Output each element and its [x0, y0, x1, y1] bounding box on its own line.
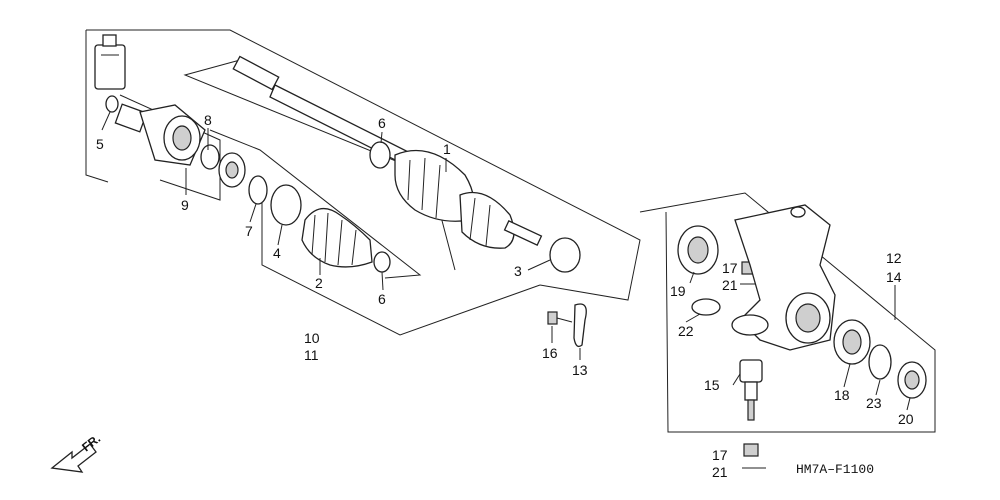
outer-boot-part-icon: [394, 149, 543, 249]
callout-13: 13: [572, 362, 588, 378]
band-part-icon: [549, 237, 581, 273]
callout-12: 12: [886, 250, 902, 266]
callout-5: 5: [96, 136, 104, 152]
assembly-frames: [85, 29, 936, 433]
wheel-bearing-part-icon: [833, 319, 871, 365]
callout-labels: 5 8 9 7 6 1 4 2 6 3 10 11 16 13 19 17 21…: [96, 112, 914, 480]
joint-housing-part-icon: [114, 103, 206, 166]
callout-2: 2: [315, 275, 323, 291]
callout-16: 16: [542, 345, 558, 361]
inner-boot-part-icon: [301, 208, 373, 268]
circlip-part-icon: [868, 344, 892, 380]
oil-bottle-icon: [94, 34, 126, 90]
leader-lines: [185, 128, 911, 411]
callout-4: 4: [273, 245, 281, 261]
callout-9: 9: [181, 197, 189, 213]
nut-part-icon: [743, 443, 759, 457]
callout-19: 19: [670, 283, 686, 299]
callout-6: 6: [378, 291, 386, 307]
bracket-part-icon: [573, 303, 587, 348]
ball-joint-part-icon: [739, 359, 763, 421]
knuckle-part-icon: [731, 204, 836, 351]
circlip-part-icon: [248, 175, 268, 205]
callout-8: 8: [204, 112, 212, 128]
callout-3: 3: [514, 263, 522, 279]
bolt-part-icon: [547, 311, 573, 325]
small-band-part-icon: [373, 251, 391, 273]
callout-21: 21: [722, 277, 738, 293]
callout-22: 22: [678, 323, 694, 339]
callout-11: 11: [304, 347, 319, 363]
callout-20: 20: [898, 411, 914, 427]
callout-10: 10: [304, 330, 320, 346]
callout-21: 21: [712, 464, 728, 480]
callout-15: 15: [704, 377, 720, 393]
callout-14: 14: [886, 269, 902, 285]
callout-17: 17: [722, 260, 738, 276]
callout-7: 7: [245, 223, 253, 239]
front-direction-arrow-icon: [50, 443, 97, 473]
oil-seal-part-icon: [897, 361, 927, 399]
drawing-code: HM7A–F1100: [796, 462, 874, 477]
bearing-cage-part-icon: [200, 144, 246, 188]
oil-seal-part-icon: [677, 225, 719, 275]
circlip-part-icon: [691, 298, 721, 316]
o-ring-part-icon: [105, 95, 119, 113]
callout-23: 23: [866, 395, 882, 411]
callout-6: 6: [378, 115, 386, 131]
callout-17: 17: [712, 447, 728, 463]
callout-1: 1: [443, 141, 451, 157]
clamp-band-part-icon: [270, 184, 302, 226]
band-part-icon: [369, 141, 391, 169]
callout-18: 18: [834, 387, 850, 403]
